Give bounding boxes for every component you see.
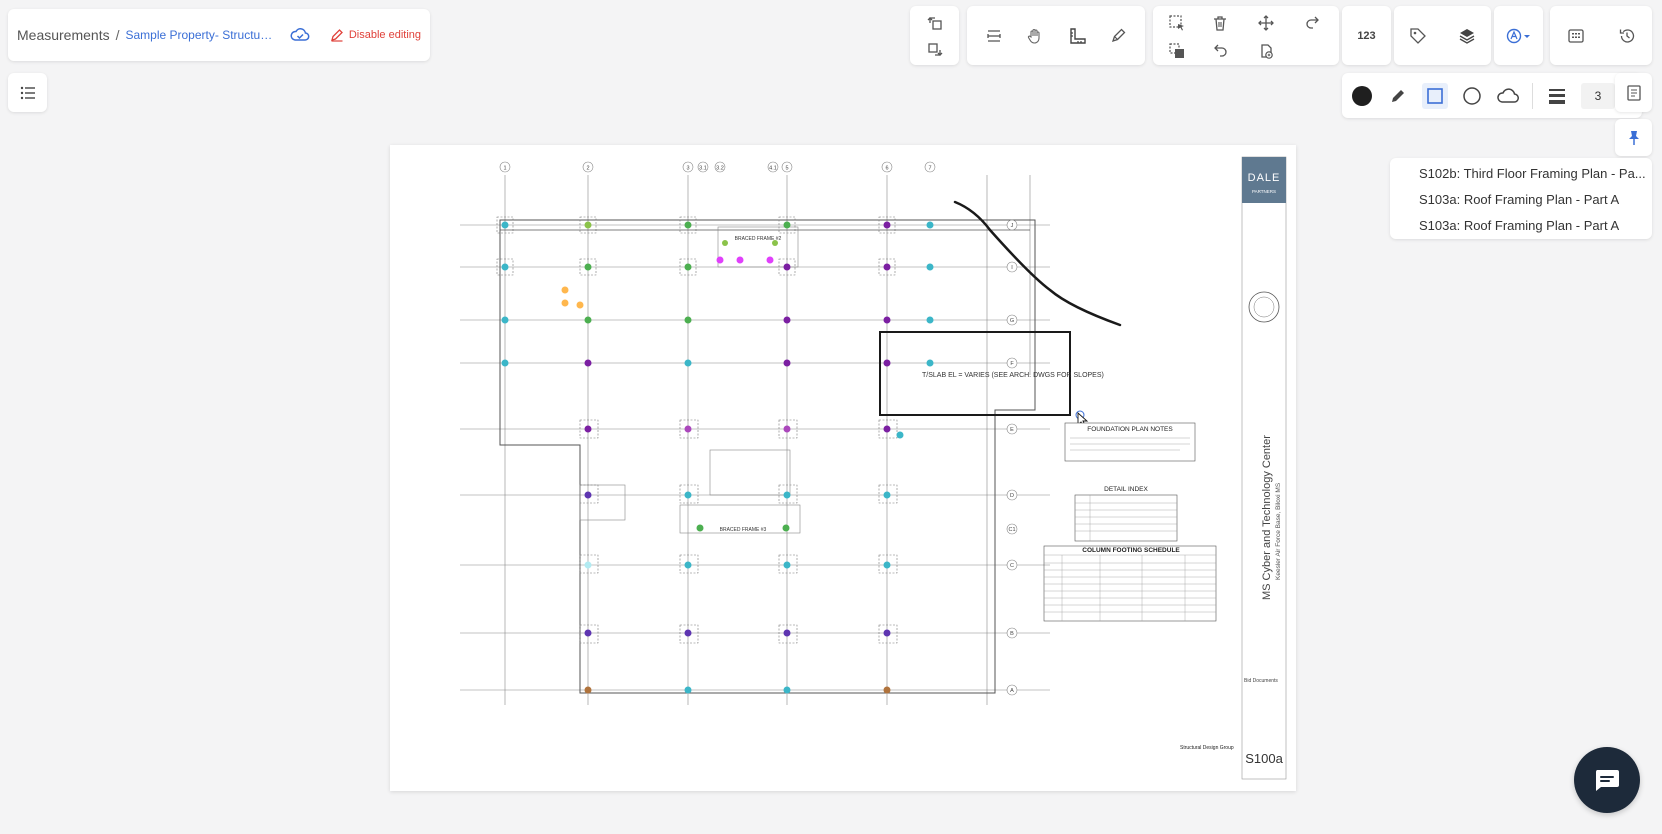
pin-button[interactable]	[1615, 119, 1652, 156]
list-button[interactable]	[8, 73, 47, 112]
chat-button[interactable]	[1574, 747, 1640, 813]
rotate-ccw-icon[interactable]	[920, 8, 950, 38]
shape-tools-bar: 3	[1342, 73, 1642, 118]
redo-icon[interactable]	[1298, 8, 1328, 38]
project-name: MS Cyber and Technology Center	[1261, 435, 1273, 600]
count-button[interactable]: 123	[1342, 6, 1391, 65]
breadcrumb-project[interactable]: Sample Property- Structural ...	[125, 28, 276, 42]
select-area-icon[interactable]	[1162, 8, 1192, 38]
line-weight-value[interactable]: 3	[1581, 82, 1615, 109]
layers-icon[interactable]	[1452, 21, 1482, 51]
drawing-sheet[interactable]: T/SLAB EL = VARIES (SEE ARCH. DWGS FOR S…	[390, 145, 1296, 791]
grid-label-right: C1	[1008, 527, 1015, 533]
line-weight-number: 3	[1594, 88, 1602, 103]
sheet-item[interactable]: S103a: Roof Framing Plan - Part A	[1419, 218, 1620, 233]
sheet-item[interactable]: S103a: Roof Framing Plan - Part A	[1419, 192, 1620, 207]
grid-label-right: B	[1010, 631, 1014, 637]
history-icon[interactable]	[1612, 21, 1642, 51]
rectangle-tool-icon[interactable]	[1422, 82, 1448, 109]
project-location: Keesler Air Force Base, Biloxi MS	[1275, 482, 1282, 580]
calibrate-icon[interactable]	[979, 21, 1009, 51]
fill-color-swatch[interactable]	[1350, 84, 1374, 108]
undo-icon[interactable]	[1205, 36, 1235, 66]
grid-label-top: 6	[885, 166, 888, 172]
grid-label-right: A	[1010, 688, 1014, 694]
braced-frame-mid-label: BRACED FRAME #3	[720, 527, 767, 533]
grid-label-top: 4.1	[769, 166, 777, 172]
toolbar-divider	[1532, 82, 1533, 109]
line-weight-icon[interactable]	[1545, 84, 1569, 108]
grid-label-top: 3.2	[716, 166, 724, 172]
ruler-icon[interactable]	[1062, 21, 1092, 51]
breadcrumb-root[interactable]: Measurements	[17, 27, 110, 43]
color-picker-button[interactable]	[1494, 6, 1543, 65]
hand-icon[interactable]	[1020, 21, 1050, 51]
grid-label-right: J	[1011, 223, 1014, 229]
cloud-check-icon[interactable]	[288, 22, 312, 48]
dale-logo-line2: PARTNERS	[1252, 189, 1276, 194]
grid-label-right: E	[1010, 427, 1014, 433]
rotate-cw-icon[interactable]	[920, 35, 950, 65]
tag-layers-group	[1394, 6, 1491, 65]
highlighter-icon[interactable]	[1103, 21, 1133, 51]
grid-label-right: I	[1011, 265, 1013, 271]
grid-label-right: D	[1010, 493, 1014, 499]
grid-label-top: 1	[503, 166, 506, 172]
edit-tools-group	[1153, 6, 1339, 65]
grid-label-top: 7	[928, 166, 931, 172]
sheet-dropdown: S102b: Third Floor Framing Plan - Pa... …	[1390, 158, 1652, 239]
count-label: 123	[1357, 29, 1376, 42]
paste-icon[interactable]	[1162, 36, 1192, 66]
tag-icon[interactable]	[1403, 21, 1433, 51]
tslab-note-text: T/SLAB EL = VARIES (SEE ARCH. DWGS FOR S…	[922, 372, 1104, 379]
braced-frame-top-label: BRACED FRAME #2	[735, 236, 782, 242]
cloud-tool-icon[interactable]	[1496, 84, 1520, 108]
pin-icon	[1627, 130, 1641, 146]
dale-logo-line1: DALE	[1248, 172, 1281, 184]
color-picker-icon	[1506, 28, 1532, 44]
structural-plan-drawing: T/SLAB EL = VARIES (SEE ARCH. DWGS FOR S…	[460, 156, 1287, 780]
measure-tools-group	[967, 6, 1145, 65]
chat-icon	[1593, 768, 1621, 792]
grid-label-top: 3.1	[699, 166, 707, 172]
column-schedule-title: COLUMN FOOTING SCHEDULE	[1082, 547, 1180, 554]
detail-index-title: DETAIL INDEX	[1104, 486, 1148, 493]
bid-documents-label: Bid Documents	[1244, 678, 1278, 684]
circle-tool-icon[interactable]	[1460, 84, 1484, 108]
seal-icon	[1248, 291, 1280, 323]
notes-icon	[1626, 84, 1642, 102]
pencil-icon	[330, 28, 344, 42]
calculator-icon[interactable]	[1561, 21, 1591, 51]
disable-editing-label: Disable editing	[348, 29, 421, 41]
calc-history-group	[1550, 6, 1652, 65]
trash-icon[interactable]	[1205, 8, 1235, 38]
rotate-group	[910, 6, 959, 65]
pencil-tool-icon[interactable]	[1386, 84, 1410, 108]
grid-label-top: 3	[686, 166, 689, 172]
structural-firm-label: Structural Design Group	[1180, 745, 1234, 751]
grid-label-right: C	[1010, 563, 1014, 569]
copy-icon[interactable]	[1251, 36, 1281, 66]
move-icon[interactable]	[1251, 8, 1281, 38]
disable-editing-button[interactable]: Disable editing	[330, 28, 421, 42]
grid-label-top: 5	[785, 166, 788, 172]
grid-label-right: G	[1010, 318, 1014, 324]
breadcrumb-separator: /	[115, 27, 120, 43]
notes-button[interactable]	[1615, 73, 1652, 112]
sheet-number: S100a	[1245, 751, 1283, 766]
sheet-item[interactable]: S102b: Third Floor Framing Plan - Pa...	[1419, 166, 1646, 181]
list-icon	[20, 86, 36, 100]
breadcrumb-bar: Measurements / Sample Property- Structur…	[8, 9, 430, 61]
grid-label-top: 2	[586, 166, 589, 172]
grid-label-right: F	[1010, 361, 1014, 367]
foundation-notes-title: FOUNDATION PLAN NOTES	[1087, 426, 1173, 433]
